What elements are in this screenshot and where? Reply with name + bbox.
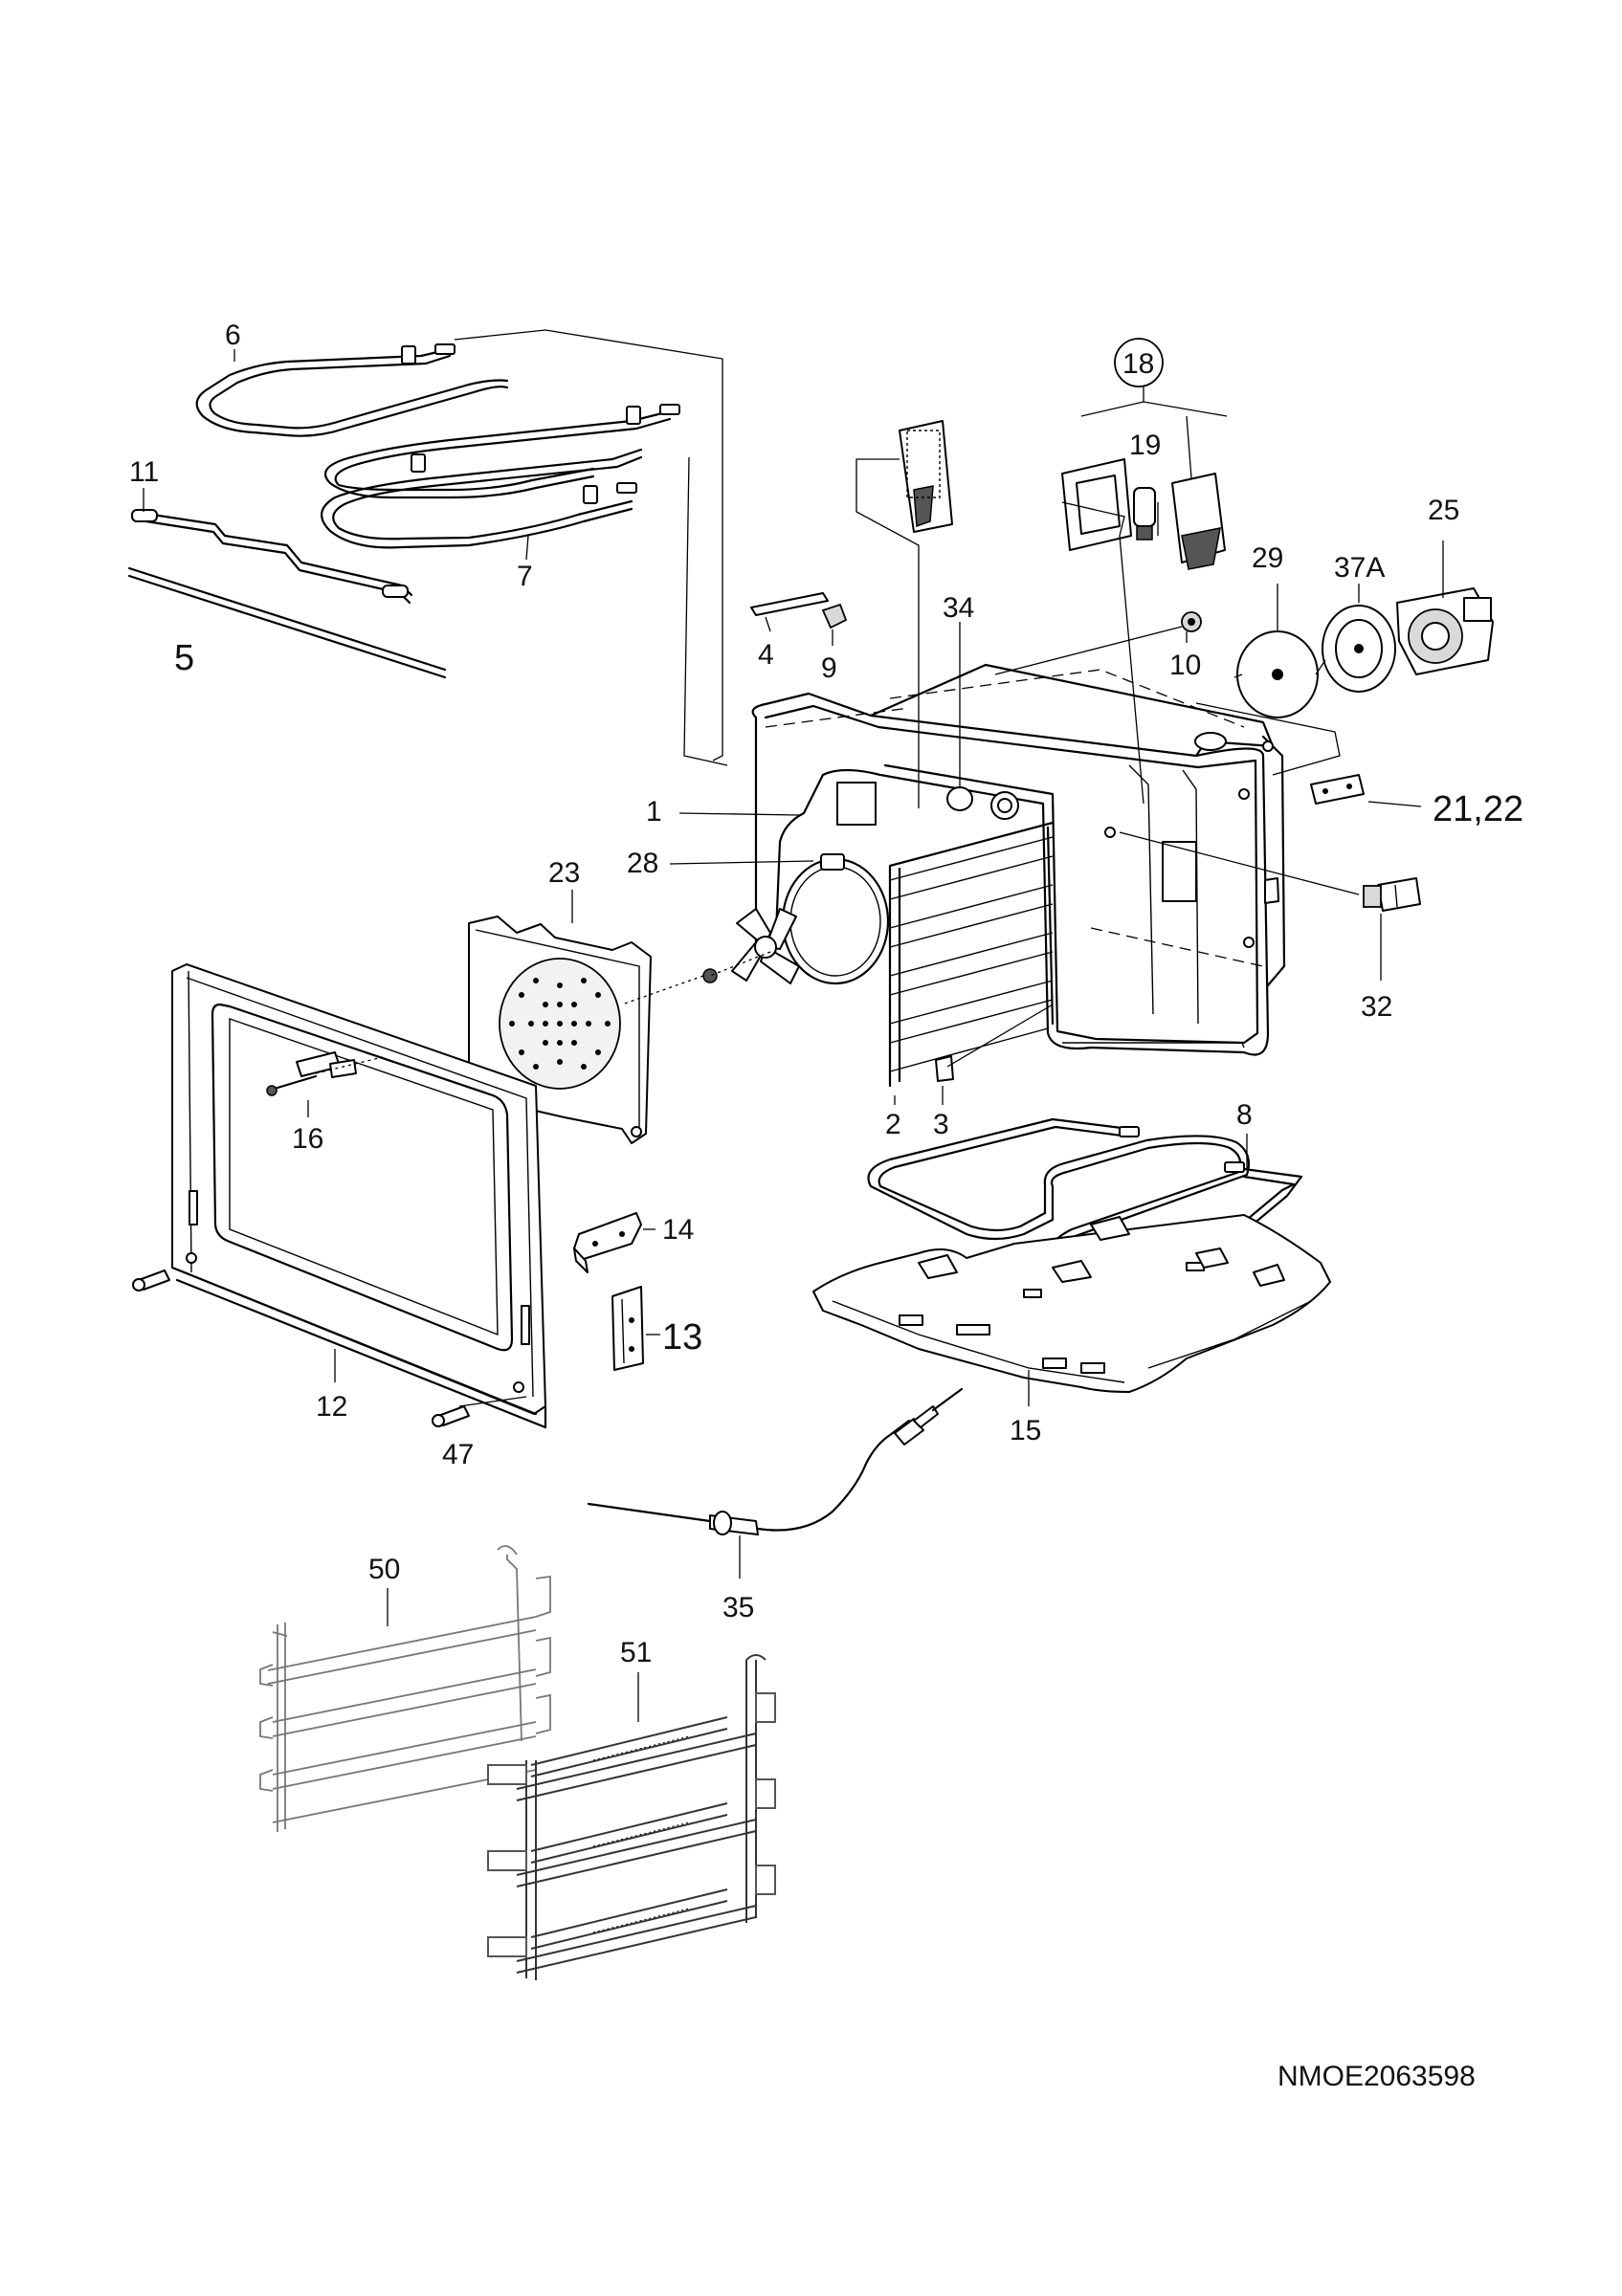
oven-door-12 [170,963,547,1429]
callout-37a: 37A [1334,552,1385,584]
fan-motor-25 [1396,587,1494,675]
callout-2: 2 [885,1109,901,1140]
callout-15: 15 [1010,1415,1041,1446]
fan-ring-28 [781,853,890,985]
shelf-support-2 [888,821,1055,1088]
plate-29 [1236,630,1319,718]
callout-34: 34 [943,592,974,624]
rod-5 [127,566,447,679]
grill-element-7 [321,404,680,549]
callout-21-22: 21,22 [1433,789,1523,829]
callout-5: 5 [174,638,194,678]
telescopic-rails-51 [487,1654,776,1980]
control-module-upper [899,420,953,533]
callout-47: 47 [442,1439,474,1470]
callout-13: 13 [662,1317,702,1358]
nut-10 [1181,611,1202,632]
door-bracket-16 [266,1051,357,1096]
callout-50: 50 [368,1554,400,1585]
callout-8: 8 [1236,1099,1253,1131]
element-support-11 [131,509,413,605]
callout-12: 12 [316,1391,347,1423]
lamp-19 [1133,487,1156,541]
temperature-probe-35 [587,1387,964,1535]
callout-labels: 6 11 7 5 4 9 34 19 10 29 37A 25 21,22 1 … [129,320,1523,1668]
bottom-tray-15 [812,1214,1331,1393]
fan-blade [702,908,800,984]
clip-3 [935,1055,954,1082]
callout-3: 3 [933,1109,949,1140]
hinge-13 [611,1286,644,1371]
callout-32: 32 [1361,991,1392,1023]
callout-16: 16 [292,1123,323,1155]
lamp-cover-frame [1061,458,1132,551]
perforation-pattern [509,978,611,1070]
callout-9: 9 [821,652,837,684]
grill-element-6 [195,343,509,437]
callout-51: 51 [620,1637,652,1668]
callout-14: 14 [662,1214,694,1246]
bracket-4 [750,592,829,616]
callout-28: 28 [627,848,658,879]
callout-11: 11 [129,456,159,488]
clip-9 [821,603,848,629]
drawing-code: NMOE2063598 [1278,2061,1476,2092]
shelf-runner-50 [259,1545,551,1832]
callout-29: 29 [1252,542,1283,574]
callout-7: 7 [517,561,533,592]
oven-cavity-1 [751,663,1286,1056]
screw-47 [432,1405,470,1427]
callout-35: 35 [722,1592,754,1623]
callout-19: 19 [1129,430,1161,461]
callout-25: 25 [1428,495,1459,526]
callout-18: 18 [1122,348,1154,380]
socket-32 [1363,877,1421,912]
callout-6: 6 [225,320,241,351]
screw-left [132,1269,170,1292]
hinge-14 [573,1212,642,1273]
callout-10: 10 [1169,650,1201,681]
callout-23: 23 [548,857,580,889]
callout-1: 1 [646,796,662,828]
callout-4: 4 [758,639,774,671]
fan-cover-37a [1322,605,1396,693]
lamp-holder [1171,473,1226,570]
callout-18-circled: 18 [1114,338,1164,387]
plate-21-22 [1310,774,1365,805]
